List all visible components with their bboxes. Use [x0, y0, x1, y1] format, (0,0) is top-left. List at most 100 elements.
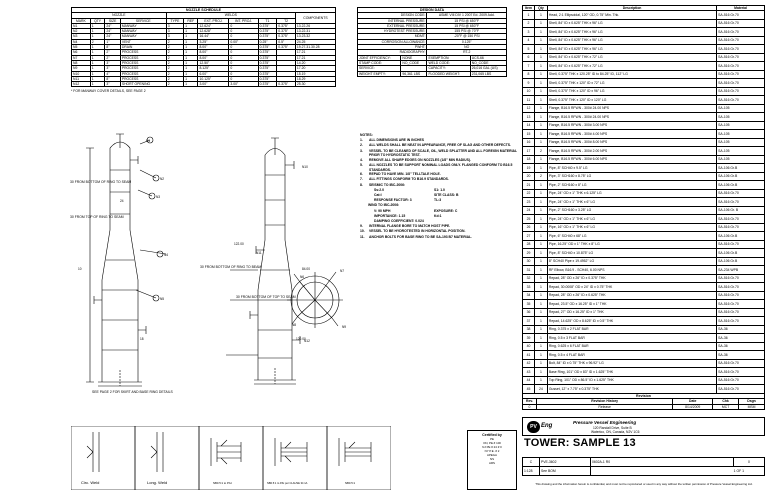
- bom-cell: 45: [522, 384, 535, 394]
- nozzle-schedule-title: NOZZLE SCHEDULE: [71, 6, 336, 14]
- bom-cell: Top Ring, 101" OD x 86.5" ID x 1.625" TH…: [546, 375, 718, 386]
- bom-cell: SA-105: [716, 112, 765, 122]
- bom-cell: Repad, 14.625" OD x 8.625" ID x 0.5" THK: [546, 316, 718, 326]
- design-data-row: CORROSION ALLOWANCE:0.125": [356, 38, 507, 46]
- bom-cell: Shell, 84" ID x 0.625" THK x 96" LG: [546, 27, 718, 37]
- bom-cell: 1: [533, 333, 548, 343]
- bom-cell: 1: [533, 18, 548, 29]
- bom-cell: Repad, 27" OD x 16.25" ID x 1" THK: [546, 307, 718, 318]
- note-item: 10.VESSEL TO BE HYDROTESTED IN HORIZONTA…: [360, 229, 520, 234]
- dim-3: 84.00: [302, 267, 310, 271]
- bom-cell: SA-516 Gr.70: [716, 10, 765, 20]
- bom-cell: 34: [522, 290, 535, 301]
- note-number: 9.: [360, 224, 363, 229]
- nozzle-cell: 0.375": [257, 59, 278, 67]
- design-data-row: EXTERNAL PRESSURE:15 PSI @ 650°F: [356, 22, 507, 30]
- bom-cell: Ring, 0.625 x 6 FLAT BAR: [546, 341, 718, 352]
- detail-label-3: NB0.5:1 to P/H per CLAUSE 34 1A: [267, 481, 308, 485]
- design-data-value: 231,065 LBS: [469, 70, 508, 77]
- bom-cell: SA-36: [716, 333, 765, 343]
- bom-cell: 13: [522, 112, 535, 122]
- bom-cell: Repad, 28" OD x 26" ID x 0.375" THK: [546, 273, 718, 284]
- company-name: Pressure Vessel Engineering: [573, 420, 637, 425]
- bom-cell: Repad, 28" OD x 26" ID x 0.625" THK: [546, 290, 718, 301]
- callout-elev-30-top-b: 30 FROM BOTTOM OF TOP TO SEAM: [236, 295, 296, 299]
- nozzle-cell: 3.00": [197, 81, 230, 88]
- note-text: REMOVE ALL SHARP EDGES ON NOZZLES (1/8" …: [369, 157, 471, 162]
- bom-cell: 1: [533, 256, 548, 267]
- bom-cell: Flange, B16.5 RFWN - 300# 24.00 NPS: [546, 103, 718, 114]
- nozzle-mark-label: N9: [342, 325, 346, 329]
- nozzle-mark-label: N12: [304, 339, 310, 343]
- design-data-value: 26,016 GAL (US): [469, 65, 508, 72]
- bom-cell: 1: [533, 307, 548, 318]
- bom-cell: Base Ring, 101" OD x 83" ID x 1.625" THK: [546, 367, 718, 377]
- certified-line: APEGA: [487, 453, 497, 457]
- bom-cell: Pipe, 8" SCH40 x 10.875" LG: [546, 248, 718, 258]
- company-block: PV Eng Pressure Vessel Engineering 120 R…: [522, 417, 765, 436]
- nozzle-cell: 25.30: [294, 81, 337, 88]
- bom-cell: 32: [522, 273, 535, 284]
- nozzle-cell: 0.25": [257, 38, 278, 46]
- nozzle-col-header: MARK: [71, 17, 91, 24]
- note-param: TL:3: [434, 198, 442, 203]
- design-data-value: 15 PSI @ 650°F: [426, 22, 507, 30]
- design-data-value: ASME VIII DIV 1 2007 Ed. 2009 Add.: [426, 12, 507, 19]
- logo-badge: PV: [527, 421, 540, 433]
- design-data-label: HYDROTEST PRESSURE:: [356, 28, 428, 35]
- nozzle-schedule: NOZZLE SCHEDULE NOZZLE WELDS COMPONENTS …: [71, 6, 337, 93]
- bom-cell: 27: [522, 231, 535, 241]
- design-data-row: HYDROTEST PRESSURE:155 PSI @ 70°F: [356, 28, 507, 35]
- bom-cell: Shell, 84" ID x 0.625" THK x 72" LG: [546, 52, 718, 63]
- bom-cell: 1: [533, 163, 548, 173]
- bom-cell: Ring, 0.5 x 3 FLAT BAR: [546, 333, 718, 343]
- note-param-row: DAMPING COEFFICIENT: 0.024: [374, 219, 520, 224]
- note-text: SEISMIC TO IBC-2006:: [369, 182, 406, 187]
- nozzle-cell: 0.375": [257, 70, 278, 77]
- note-item: 8.SEISMIC TO IBC-2006:: [360, 183, 520, 188]
- bom-cell: 1: [533, 112, 548, 122]
- bom-cell: 1: [533, 205, 548, 216]
- bom-cell: Flange, B16.5 RFWN - 300# 6.00 NPS: [546, 154, 718, 165]
- bom-cell: 42: [522, 358, 535, 369]
- bom-cell: Ring, 0.375 x 2 FLAT BAR: [546, 324, 718, 335]
- bom-cell: 8: [522, 69, 535, 80]
- bom-cell: 1: [533, 375, 548, 386]
- note-item: 2.ALL WELDS SHALL BE NEAT IN APPEARANCE,…: [360, 143, 520, 148]
- nozzle-cell: 0.375": [276, 81, 296, 88]
- bom-cell: 30: [522, 256, 535, 267]
- note-param: EXPOSURE: C: [434, 208, 458, 213]
- bom-cell: Flange, B16.5 RFWN - 300# 4.00 NPS: [546, 129, 718, 139]
- bom-cell: 1: [533, 35, 548, 46]
- bom-cell: Flange, B16.5 RFWN - 300# 8.00 NPS: [546, 137, 718, 148]
- bom-cell: SA-516 Gr.70: [716, 188, 765, 199]
- note-item: 9.INTERNAL FLANGE BORE TO MATCH HOST PIP…: [360, 224, 520, 229]
- bom-cell: 18: [522, 154, 535, 165]
- bom-cell: Pipe, 8" SCH40 x 9.5" LG: [546, 163, 718, 173]
- bom-cell: 1: [533, 282, 548, 292]
- note-text: ALL NOZZLES TO BE SUPPORT NOMINAL LOADS …: [369, 163, 513, 172]
- bom-cell: Head, 2:1 Ellipsoidal, 120" OD, 0.75" Mi…: [546, 10, 718, 20]
- bom-cell: 4: [522, 35, 535, 46]
- revision-title: Revision: [522, 392, 765, 400]
- design-data-value: 155 PSI @ 70°F: [426, 28, 507, 35]
- design-data-value: NO: [426, 44, 507, 51]
- bom-cell: 39: [522, 333, 535, 343]
- bom-cell: 1: [533, 180, 548, 190]
- note-param: IMPORTANCE: 1.15: [374, 213, 406, 218]
- bom-cell: Flange, B16.5 RFWN - 300# 24.00 NPS: [546, 112, 718, 122]
- note-param: SITE CLASS: B: [434, 193, 459, 197]
- nozzle-mark-label: N1: [146, 139, 150, 143]
- bom-cell: Flange, B16.5 RFWN - 300# 2.00 NPS: [546, 146, 718, 156]
- bom-cell: SA-516 Gr.70: [716, 375, 765, 386]
